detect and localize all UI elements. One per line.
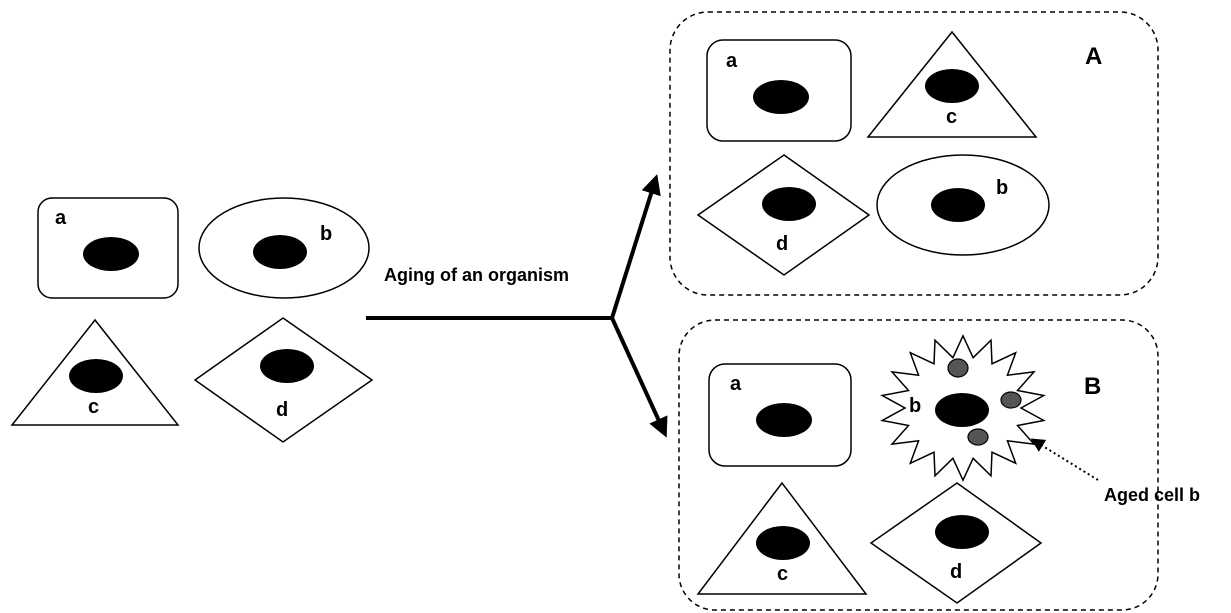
aging-granule (967, 428, 989, 446)
outcome-a-cell-b: b (876, 154, 1050, 256)
original-cell-b: b (198, 197, 370, 299)
nucleus (83, 237, 139, 271)
cell-label-c: c (88, 396, 99, 418)
cell-label-b: b (320, 223, 332, 245)
cell-label-c: c (777, 563, 788, 585)
outcome-a-panel: A a c d b (669, 11, 1159, 296)
arrow-to-outcome-a (610, 174, 661, 319)
panel-label-b: B (1084, 373, 1101, 400)
nucleus (756, 526, 810, 560)
cell-label-a: a (55, 207, 67, 229)
nucleus (260, 349, 314, 383)
nucleus (935, 515, 989, 549)
cell-label-d: d (776, 233, 788, 255)
cell-label-a: a (730, 373, 742, 395)
outcome-b-panel: B a b c d (678, 319, 1159, 611)
nucleus (753, 80, 809, 114)
original-cell-c: c (10, 318, 180, 426)
outcome-a-cell-a: a (706, 39, 852, 142)
original-cell-a: a (37, 197, 179, 299)
nucleus (253, 235, 307, 269)
nucleus (756, 403, 812, 437)
outcome-b-cell-a: a (708, 363, 852, 467)
aging-granule (947, 358, 969, 378)
original-cell-d: d (193, 317, 374, 443)
cell-label-b: b (996, 177, 1008, 199)
callout-pointer (1030, 438, 1099, 481)
aging-process-arrows: Aging of an organism (366, 174, 668, 438)
nucleus (931, 188, 985, 222)
cell-label-a: a (726, 50, 738, 72)
nucleus (762, 187, 816, 221)
panel-label-a: A (1085, 43, 1102, 70)
outcome-b-cell-d: d (869, 482, 1043, 604)
cell-label-b: b (909, 395, 921, 417)
callout-label: Aged cell b (1104, 485, 1200, 505)
nucleus (925, 69, 979, 103)
outcome-b-cell-c: c (696, 481, 868, 595)
outcome-a-cell-d: d (696, 154, 871, 276)
nucleus (935, 393, 989, 427)
outcome-a-cell-c: c (866, 30, 1038, 138)
aged-cell-b: b (880, 334, 1046, 482)
process-label: Aging of an organism (384, 265, 569, 285)
original-cell-group: a b c d (10, 197, 374, 443)
cell-label-d: d (950, 561, 962, 583)
aging-granule (1000, 391, 1022, 409)
aged-cell-callout: Aged cell b (1030, 438, 1200, 505)
nucleus (69, 359, 123, 393)
arrow-to-outcome-b (610, 317, 668, 438)
cell-label-d: d (276, 399, 288, 421)
cell-label-c: c (946, 106, 957, 128)
